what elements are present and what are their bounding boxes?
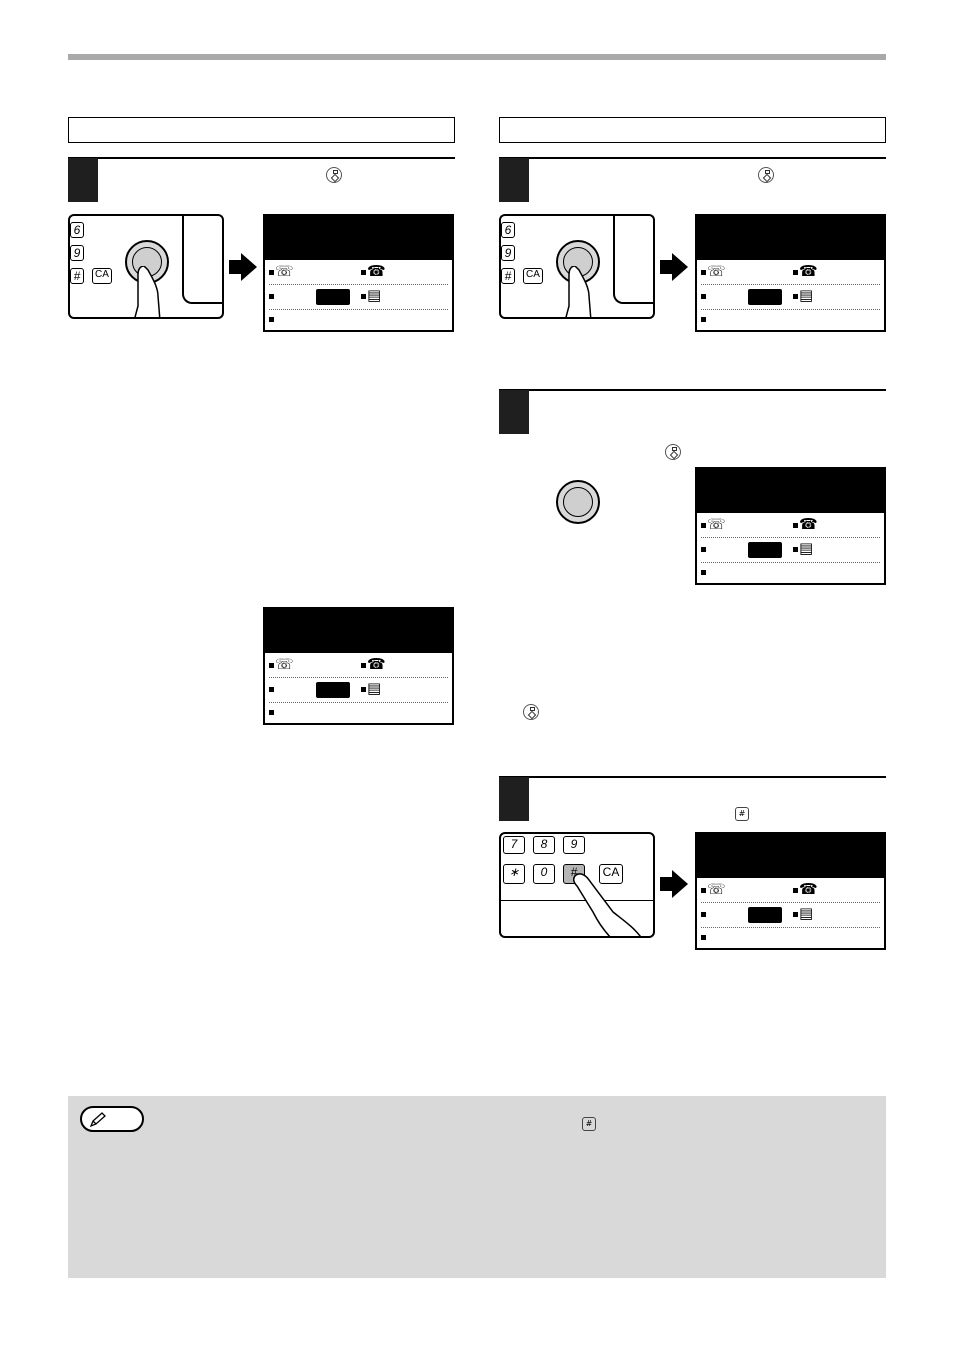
left-step1-rule [68,157,455,159]
lcd-screen: ☏ ☎ ▤ [695,832,886,950]
phone-receive-icon: ☎ [799,515,818,533]
phone-receive-icon: ☎ [799,262,818,280]
lcd-screen: ☏ ☎ ▤ [695,467,886,585]
start-key-icon [665,444,681,460]
arrow-right-icon [660,877,672,891]
arrow-right-icon-head [672,253,688,281]
finger-illustration [565,266,592,317]
lcd-screen: ☏ ☎ ▤ [263,214,454,332]
right-step2-rule [499,389,886,391]
pencil-icon [89,1112,106,1128]
memory-doc-icon: ▤ [799,286,814,304]
key-9: 9 [501,245,515,261]
right-column-header [499,117,886,143]
key-ca: CA [523,268,543,284]
left-step1-number [68,158,98,202]
phone-receive-icon: ☎ [799,880,818,898]
key-star: ∗ [503,864,525,884]
operation-panel-illustration: 6 9 # CA [68,214,224,319]
key-6: 6 [501,222,515,238]
right-step3-rule [499,776,886,778]
right-step1-rule [499,157,886,159]
operation-panel-illustration: 6 9 # CA [499,214,655,319]
key-8: 8 [533,836,555,854]
top-rule [68,54,886,60]
key-0: 0 [533,864,555,884]
start-key-icon [758,167,774,183]
start-key-icon [326,167,342,183]
key-6: 6 [70,222,84,238]
phone-receive-icon: ☎ [367,655,386,673]
hash-key-icon: # [582,1117,596,1131]
memory-doc-icon: ▤ [799,539,814,557]
phone-fax-icon: ☏ [275,655,294,673]
hash-key-icon: # [735,807,749,821]
finger-illustration [134,266,161,317]
panel-edge [501,900,653,903]
right-step1-number [499,158,529,202]
left-column-header [68,117,455,143]
phone-fax-icon: ☏ [707,262,726,280]
key-hash: # [70,268,84,284]
arrow-right-icon [660,260,672,274]
key-9: 9 [70,245,84,261]
phone-fax-icon: ☏ [275,262,294,280]
start-key [556,480,600,524]
key-9: 9 [563,836,585,854]
phone-fax-icon: ☏ [707,880,726,898]
arrow-right-icon-head [241,253,257,281]
memory-doc-icon: ▤ [799,904,814,922]
phone-fax-icon: ☏ [707,515,726,533]
panel-edge [613,216,653,304]
key-hash: # [501,268,515,284]
memory-doc-icon: ▤ [367,679,382,697]
keypad-illustration: 7 8 9 ∗ 0 # CA [499,832,655,938]
right-step3-number [499,777,529,821]
arrow-right-icon [229,260,241,274]
lcd-screen: ☏ ☎ ▤ [263,607,454,725]
key-ca: CA [92,268,112,284]
right-step2-number [499,390,529,434]
lcd-screen: ☏ ☎ ▤ [695,214,886,332]
note-box [68,1096,886,1278]
start-key-icon [523,704,539,720]
arrow-right-icon-head [672,870,688,898]
panel-edge [182,216,222,304]
key-ca: CA [599,864,623,884]
note-badge [80,1106,144,1132]
phone-receive-icon: ☎ [367,262,386,280]
memory-doc-icon: ▤ [367,286,382,304]
finger-illustration [573,873,641,936]
key-7: 7 [503,836,525,854]
